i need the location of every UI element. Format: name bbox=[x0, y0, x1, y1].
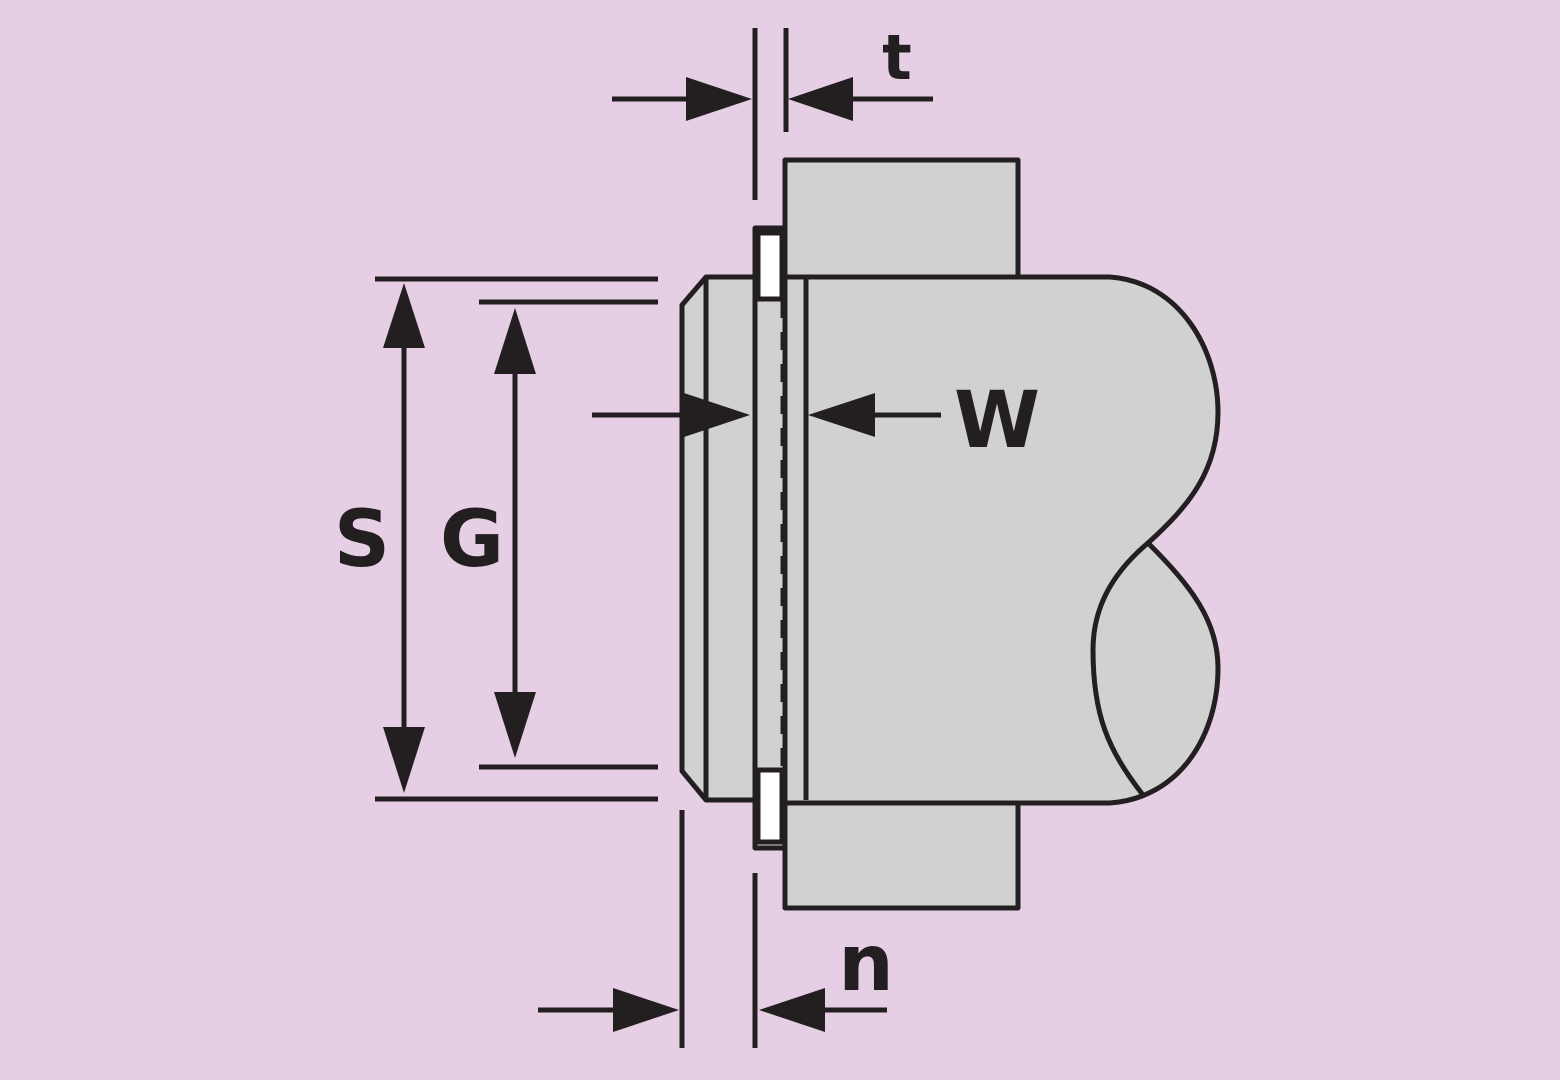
lower-washer-gap bbox=[755, 767, 785, 845]
w-arrow-right-head bbox=[808, 393, 875, 437]
dimension-w: W bbox=[592, 376, 1040, 466]
dimension-g: G bbox=[440, 299, 658, 770]
s-arrow-bottom-head bbox=[383, 727, 425, 793]
w-arrow-left-head bbox=[684, 393, 750, 437]
label-s: S bbox=[334, 495, 390, 585]
label-g: G bbox=[440, 495, 504, 585]
upper-flange bbox=[782, 157, 1021, 280]
washer-strip bbox=[752, 225, 788, 851]
t-arrow-left-head bbox=[686, 77, 752, 121]
washer-gaps bbox=[755, 230, 785, 845]
dimension-n: n bbox=[538, 810, 894, 1048]
body-break-curve bbox=[1090, 541, 1150, 797]
label-n: n bbox=[838, 919, 894, 1009]
nut-piece bbox=[679, 274, 758, 803]
part-geometry bbox=[679, 157, 1221, 911]
label-t: t bbox=[882, 21, 912, 94]
lower-flange bbox=[782, 797, 1021, 911]
n-arrow-right-head bbox=[759, 988, 825, 1032]
g-arrow-top-head bbox=[494, 308, 536, 374]
dimension-t: t bbox=[612, 21, 933, 200]
upper-washer-gap bbox=[755, 230, 785, 302]
dimension-s: S bbox=[334, 276, 658, 802]
s-arrow-top-head bbox=[383, 283, 425, 348]
inner-details bbox=[703, 279, 1150, 800]
n-arrow-left-head bbox=[613, 988, 679, 1032]
g-arrow-bottom-head bbox=[494, 692, 536, 758]
label-w: W bbox=[954, 376, 1040, 466]
t-arrow-right-head bbox=[788, 77, 853, 121]
main-body bbox=[782, 274, 1221, 806]
